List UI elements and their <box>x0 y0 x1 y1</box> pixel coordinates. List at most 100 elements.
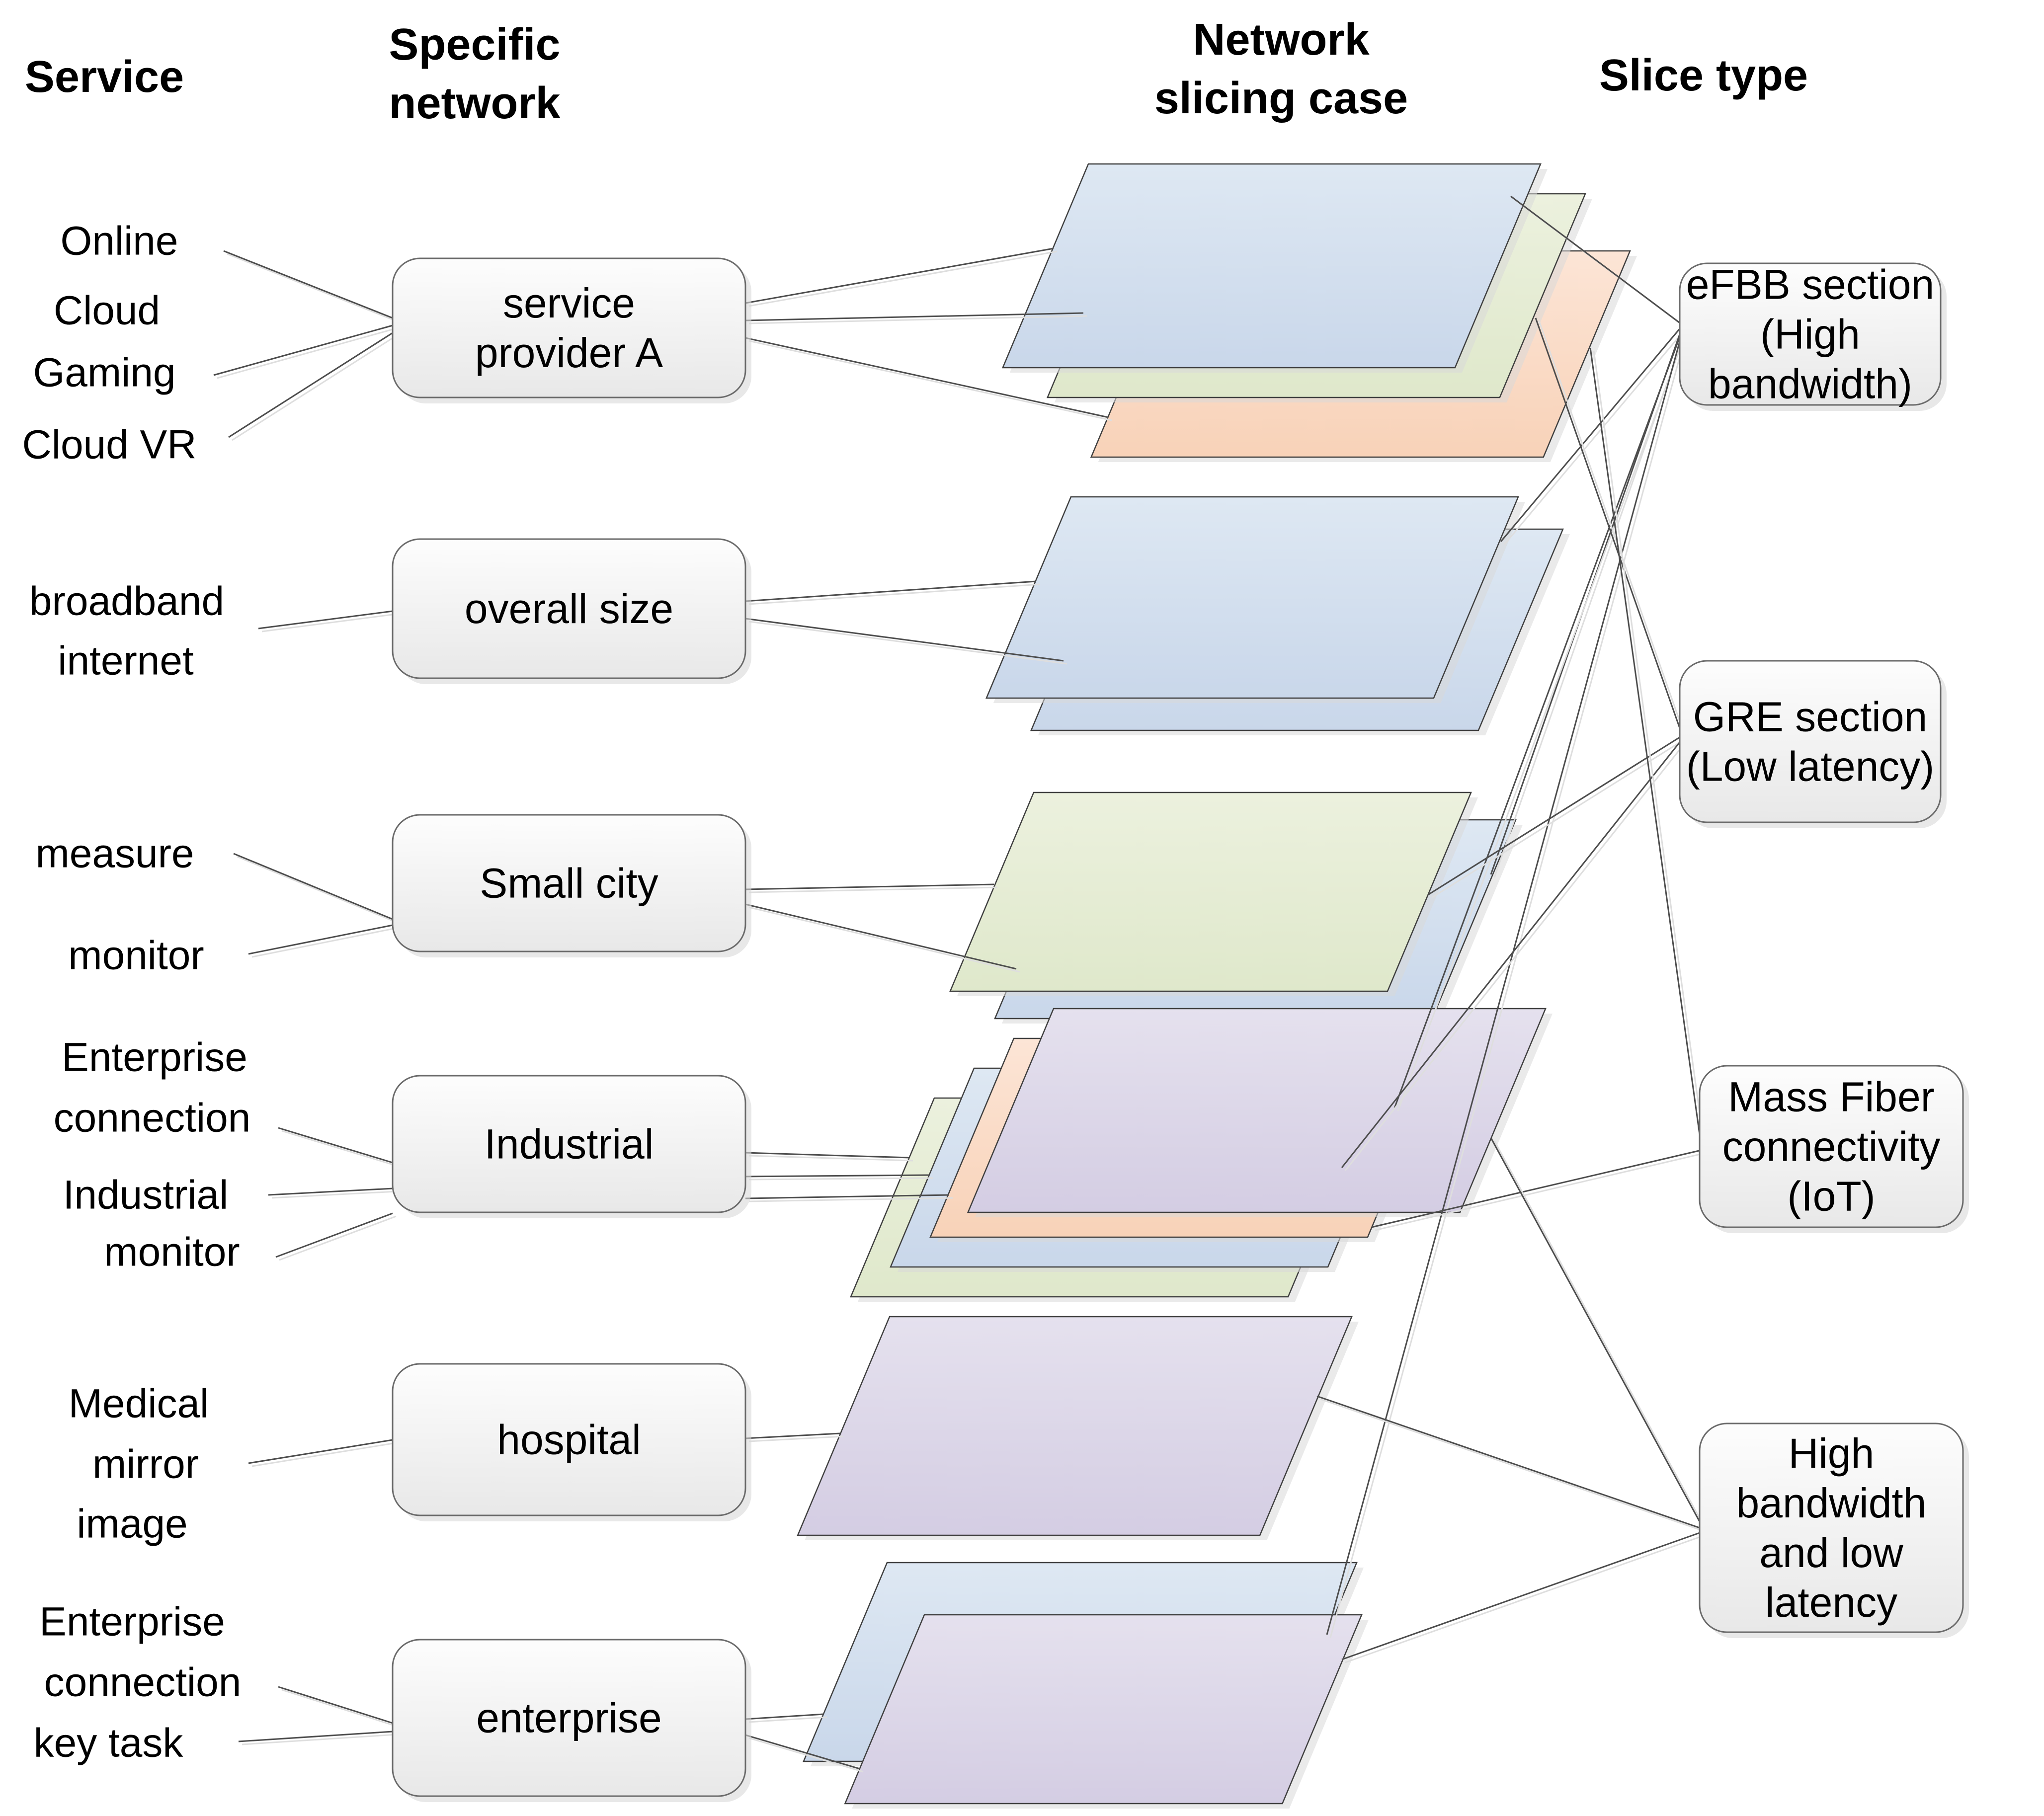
box-body <box>392 257 746 398</box>
service-label: Enterprise <box>39 1599 225 1645</box>
connector-line <box>233 853 393 920</box>
service-label: measure <box>35 831 194 876</box>
network-box-label: Industrial <box>485 1121 654 1168</box>
slice-type-box-label: and low <box>1759 1529 1903 1576</box>
connector-line-shadow <box>271 1190 397 1199</box>
connector-line <box>745 883 994 890</box>
service-label: Medical <box>69 1381 209 1426</box>
box-body <box>392 538 746 679</box>
connector-line-shadow <box>217 327 397 379</box>
connector-line-shadow <box>748 621 1067 665</box>
connector-line-shadow <box>1345 1534 1705 1663</box>
connector-line-shadow <box>748 250 1058 307</box>
connector-line-shadow <box>1320 1398 1705 1532</box>
connector-line-shadow <box>1397 335 1686 1111</box>
service-label: Cloud <box>54 288 160 333</box>
column-header-service: Service <box>25 52 184 102</box>
connector-line-shadow <box>748 1177 933 1181</box>
slice-type-box-label: Mass Fiber <box>1728 1074 1934 1120</box>
connector-line <box>1510 195 1682 325</box>
connector-line <box>745 1432 840 1439</box>
service-label: monitor <box>104 1230 240 1275</box>
connector-line <box>1490 1137 1702 1525</box>
connector-line-shadow <box>1344 743 1686 1171</box>
connector-line <box>275 1212 393 1258</box>
box-body <box>392 1075 746 1213</box>
network-box-enterprise: enterprise <box>392 1639 751 1802</box>
column-header-text: network <box>389 79 561 128</box>
connector-line-shadow <box>1593 350 1706 1149</box>
slice-type-box-label: latency <box>1765 1579 1897 1626</box>
slice-type-box-gre-section: GRE section(Low latency) <box>1679 660 1947 828</box>
service-label: mirror <box>92 1442 199 1487</box>
column-header-text: slicing case <box>1154 74 1408 123</box>
slice-type-box-label: High <box>1789 1430 1875 1477</box>
connector-line-shadow <box>748 340 1112 421</box>
connector-line <box>228 332 393 438</box>
network-box-label: provider A <box>475 329 663 376</box>
service-label: Industrial <box>63 1173 229 1218</box>
connector-lines-layer <box>213 195 1706 1773</box>
network-box-label: hospital <box>497 1417 641 1463</box>
connector-line-shadow <box>748 906 1020 973</box>
service-label: internet <box>58 638 194 684</box>
column-header-text: Slice type <box>1599 51 1808 100</box>
connector-line <box>1316 1395 1702 1529</box>
connector-line <box>238 1731 393 1742</box>
box-body <box>1699 1065 1964 1228</box>
service-label: monitor <box>68 933 204 978</box>
connector-line-shadow <box>227 253 397 322</box>
connector-line-shadow <box>279 1215 397 1261</box>
connector-line-shadow <box>1538 320 1686 736</box>
service-label: connection <box>44 1660 242 1705</box>
network-box-small-city: Small city <box>392 814 751 957</box>
connector-line-shadow <box>281 1689 397 1727</box>
connector-line <box>1341 740 1682 1168</box>
column-header-slice-type: Slice type <box>1599 51 1808 100</box>
slice-sheet-green <box>949 791 1472 992</box>
connector-line-shadow <box>1432 738 1685 898</box>
provider-a-slices <box>1001 163 1637 462</box>
connector-line-shadow <box>748 886 998 893</box>
connector-line-shadow <box>748 1737 864 1773</box>
slice-sheet-blue <box>1001 163 1542 369</box>
column-header-text: Network <box>1193 15 1370 65</box>
box-body <box>392 1639 746 1797</box>
overall-size-slices <box>985 496 1570 735</box>
network-box-label: overall size <box>465 585 673 632</box>
connector-line <box>223 250 393 319</box>
box-body <box>392 1363 746 1516</box>
service-label: image <box>77 1501 187 1547</box>
box-body <box>1679 262 1942 406</box>
connector-line-shadow <box>251 1442 397 1467</box>
connector-line <box>213 324 393 376</box>
connector-line <box>1371 1149 1702 1228</box>
connector-line <box>745 1174 930 1178</box>
hospital-slices <box>797 1316 1359 1540</box>
column-header-text: Service <box>25 52 184 102</box>
connector-line <box>745 337 1109 418</box>
connector-line <box>745 1734 860 1770</box>
network-box-label: enterprise <box>476 1695 662 1741</box>
connector-line-shadow <box>261 613 397 632</box>
connector-line-shadow <box>748 1197 953 1202</box>
slice-type-box-label: (High <box>1760 311 1860 358</box>
connector-line-shadow <box>242 1734 397 1745</box>
small-city-slices <box>949 791 1523 1024</box>
connector-line-shadow <box>237 856 397 923</box>
slice-type-box-label: bandwidth) <box>1708 361 1912 407</box>
box-body <box>1679 660 1942 823</box>
column-header-network-slicing-case: Network slicing case <box>1154 15 1408 123</box>
slice-sheet-purple <box>844 1614 1363 1805</box>
connector-line <box>278 1686 393 1724</box>
service-label: Online <box>60 219 178 264</box>
connector-line <box>248 924 393 955</box>
box-body <box>1699 1422 1964 1633</box>
